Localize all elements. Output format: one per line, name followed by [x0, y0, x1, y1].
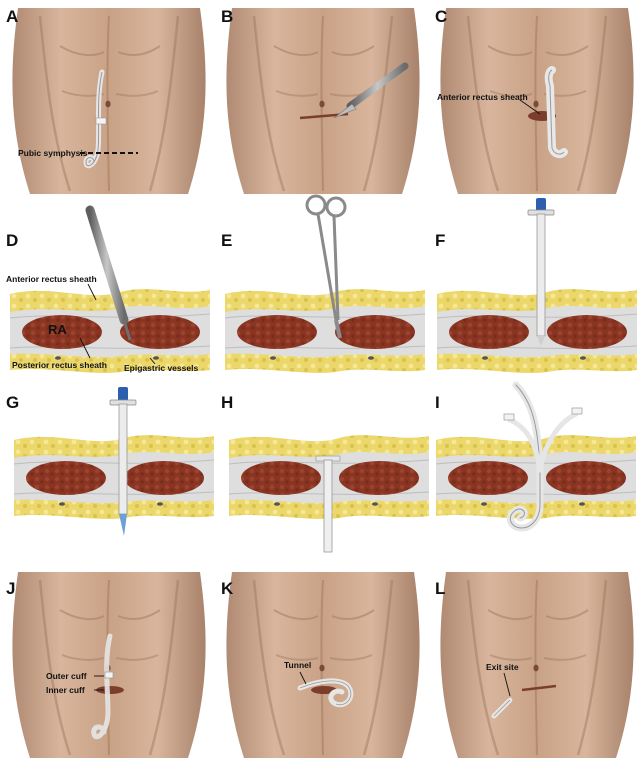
panel-d [10, 210, 210, 373]
panel-letter-b: B [221, 7, 233, 26]
panel-letter-i: I [435, 393, 440, 412]
label-epigastric-vessels: Epigastric vessels [124, 363, 198, 373]
label-anterior-rectus-sheath-d: Anterior rectus sheath [6, 274, 97, 284]
panel-letter-c: C [435, 7, 447, 26]
panel-h [229, 435, 429, 552]
panel-letter-k: K [221, 579, 234, 598]
label-ra: RA [48, 322, 67, 337]
label-posterior-rectus-sheath: Posterior rectus sheath [12, 360, 107, 370]
label-exit-site: Exit site [486, 662, 519, 672]
panel-k [226, 572, 419, 758]
panel-b [226, 8, 419, 194]
panel-letter-h: H [221, 393, 233, 412]
panel-letter-d: D [6, 231, 18, 250]
label-outer-cuff: Outer cuff [46, 671, 87, 681]
panel-g [14, 387, 214, 536]
panel-letter-j: J [6, 579, 15, 598]
panel-letter-g: G [6, 393, 19, 412]
label-pubic-symphysis: Pubic symphysis [18, 148, 88, 158]
label-tunnel: Tunnel [284, 660, 311, 670]
label-inner-cuff: Inner cuff [46, 685, 85, 695]
panel-letter-e: E [221, 231, 232, 250]
panel-letter-a: A [6, 7, 18, 26]
panel-letter-l: L [435, 579, 445, 598]
panel-j [12, 572, 205, 758]
panel-i [436, 385, 636, 528]
panel-letter-f: F [435, 231, 445, 250]
panel-e [225, 196, 425, 373]
panel-l [440, 572, 633, 758]
label-anterior-rectus-sheath-c: Anterior rectus sheath [437, 92, 528, 102]
panel-a [12, 8, 205, 194]
panel-f [437, 198, 637, 373]
